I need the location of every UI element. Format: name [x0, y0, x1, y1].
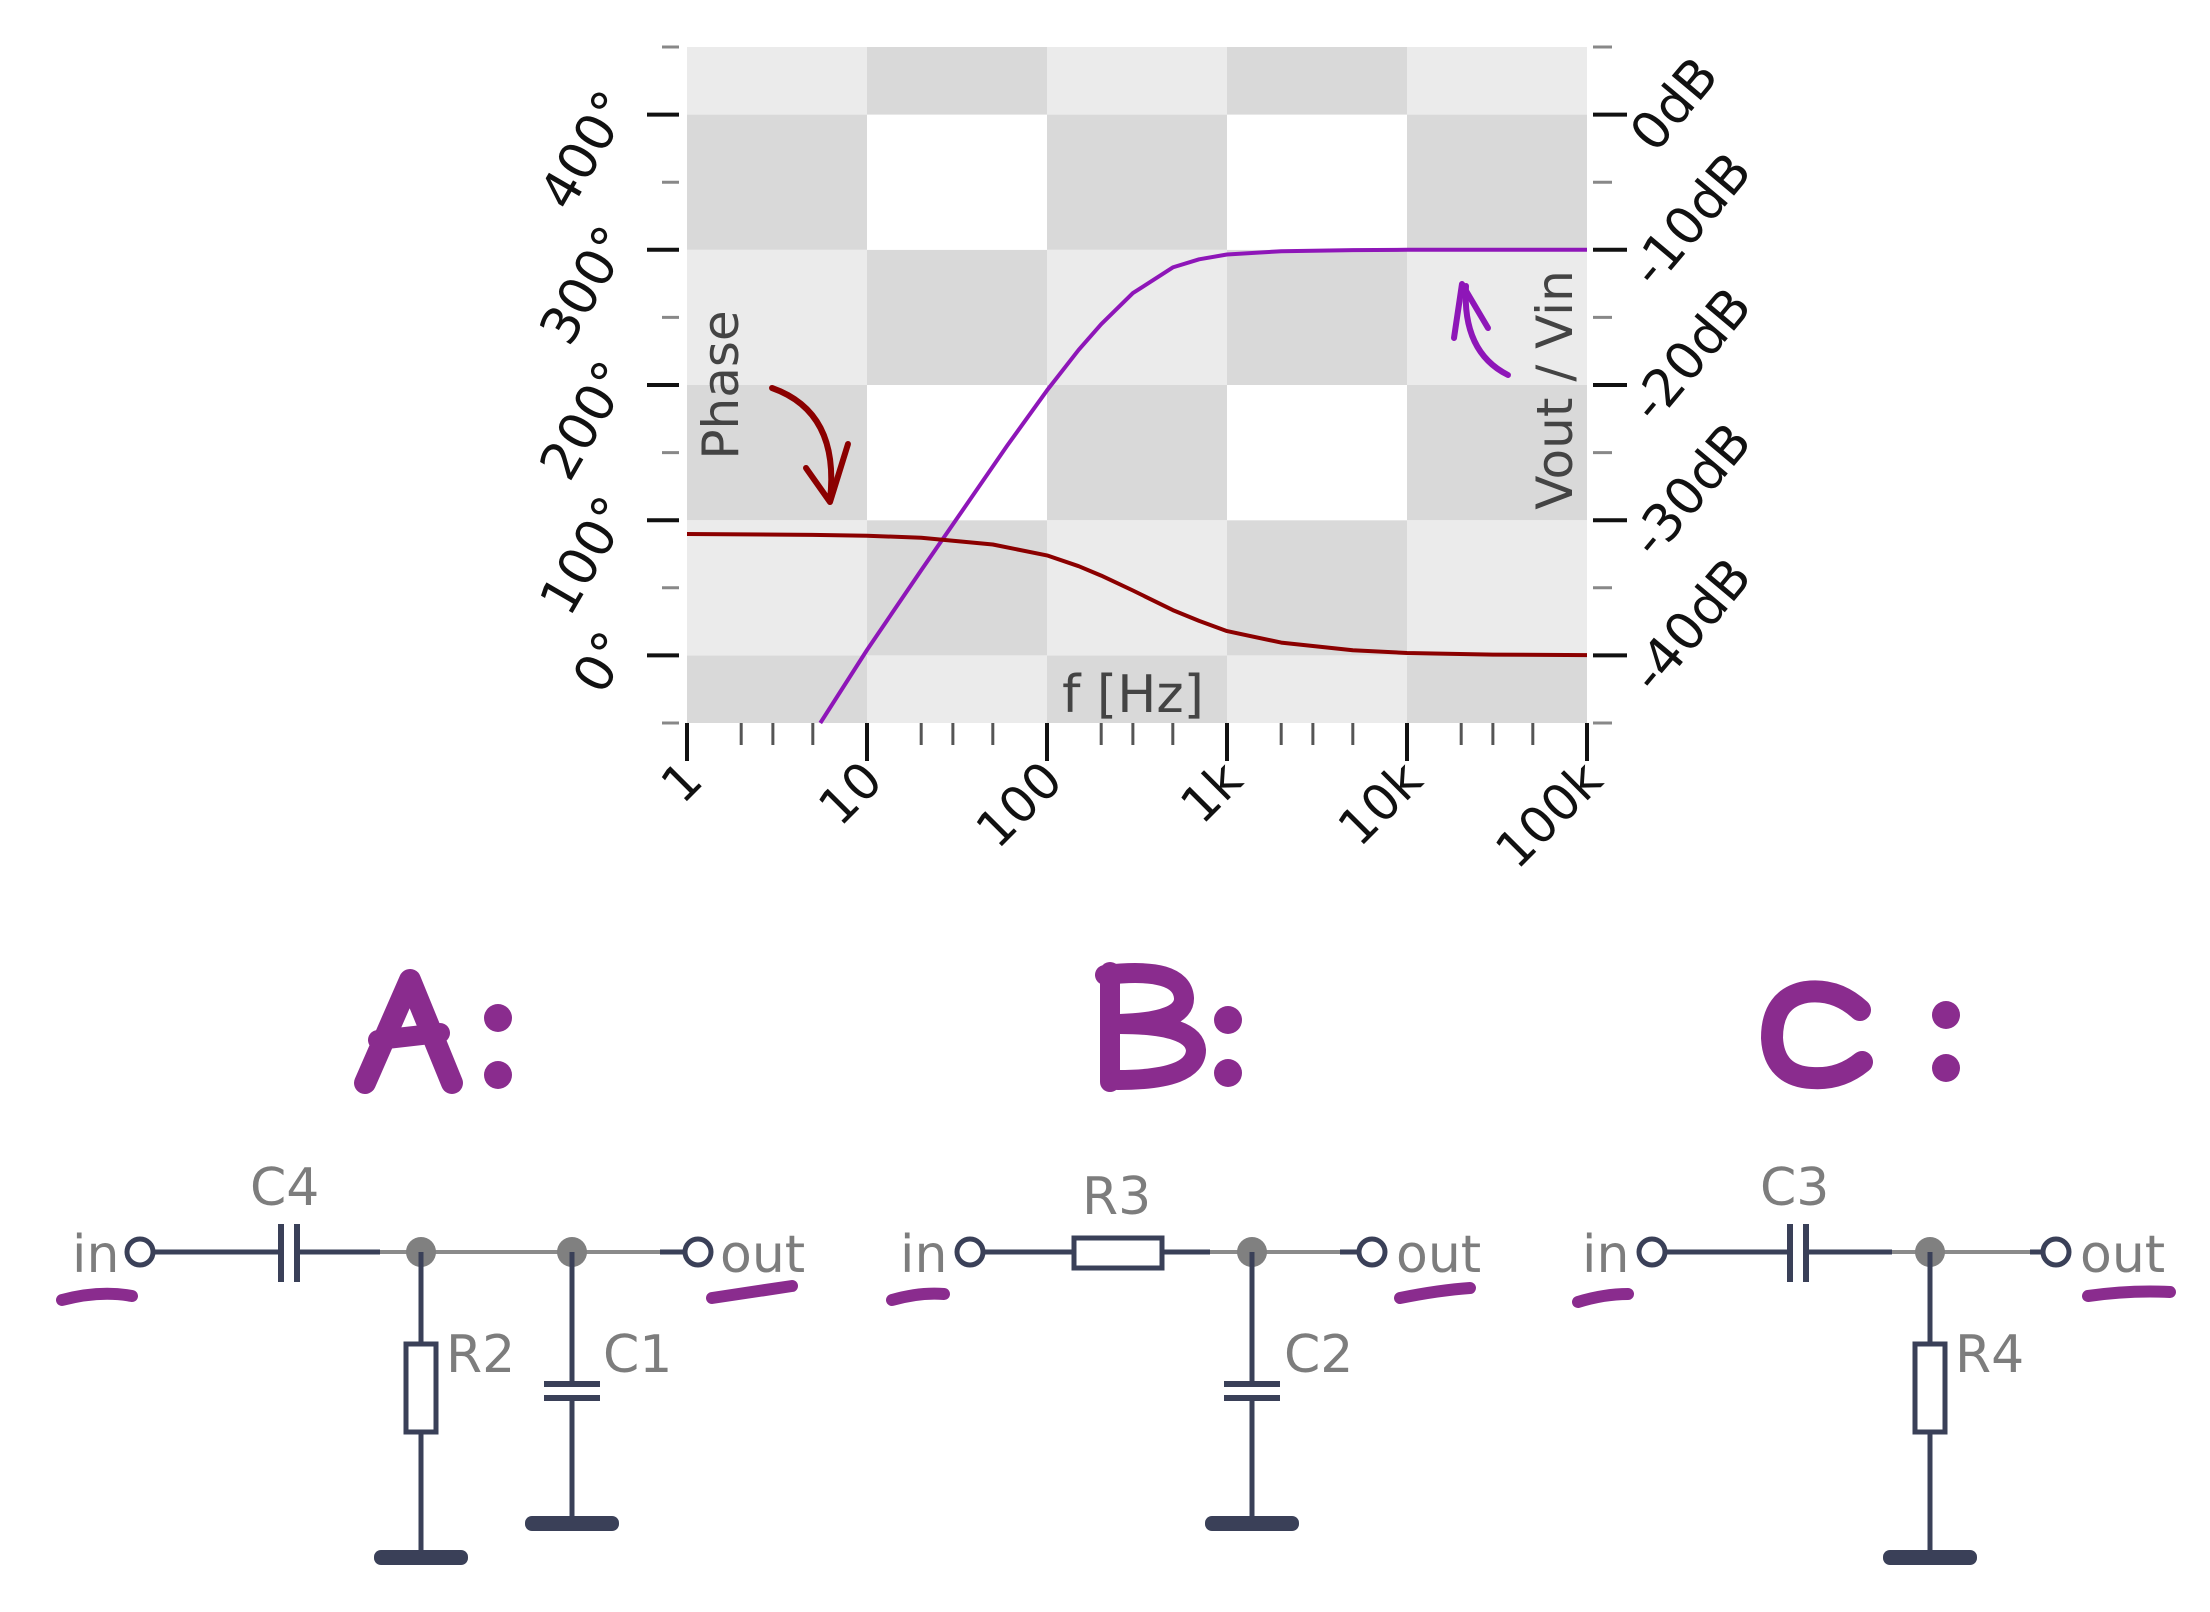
circuit-c-in-terminal: [1639, 1239, 1665, 1265]
grid-cell: [867, 47, 1047, 115]
circuit-a-out-terminal: [685, 1239, 711, 1265]
circuit-b-in-terminal: [957, 1239, 983, 1265]
grid-cell: [1407, 520, 1587, 656]
grid-cell: [687, 655, 867, 723]
circuit-a-c4-label: C4: [250, 1158, 319, 1218]
circuit-c-in-label: in: [1582, 1225, 1629, 1285]
circuit-a-capacitor-c1: [525, 1252, 619, 1531]
y-left-tick-label: 300°: [529, 216, 644, 354]
circuit-a-c1-label: C1: [603, 1325, 672, 1385]
circuit-c-c3-label: C3: [1760, 1158, 1829, 1218]
circuit-a-resistor-r2: [374, 1252, 468, 1565]
circuit-c-out-terminal: [2043, 1239, 2069, 1265]
grid-cell: [687, 47, 867, 115]
y-axis-label-right: Vout / Vin: [1526, 270, 1584, 510]
grid-cell: [687, 520, 867, 656]
circuit-title-c: C:: [1761, 980, 1960, 1090]
circuit-b-resistor-r3: [1071, 1235, 1165, 1271]
grid-cell: [1407, 385, 1587, 521]
y-right-tick-label: -30dB: [1619, 412, 1764, 568]
grid-cell: [1047, 520, 1227, 656]
circuit-b-out-label: out: [1396, 1225, 1481, 1285]
circuit-title-b: B:: [1095, 962, 1242, 1092]
grid-cell: [687, 249, 867, 385]
y-right-tick-label: -20dB: [1619, 277, 1764, 433]
circuit-a: in C4 out R2 C1: [56, 1158, 805, 1565]
grid-cell: [1047, 249, 1227, 385]
x-tick-label: 1: [650, 750, 714, 814]
magnitude-series-line: [818, 247, 1587, 725]
bode-chart: 1 10 100 1k 10k 100k 0°100°200°300°400° -40dB-3…: [529, 45, 1764, 879]
grid-cell: [1407, 114, 1587, 250]
x-tick-label: 1k: [1169, 750, 1253, 834]
circuit-title-a: A:: [354, 969, 512, 1094]
y-left-tick-label: 400°: [529, 81, 644, 219]
x-tick-label: 100: [965, 750, 1073, 858]
x-tick-label: 100k: [1485, 750, 1614, 879]
circuit-c-capacitor-c3: [1787, 1224, 1892, 1282]
grid-cell: [687, 114, 867, 250]
y-axis-label-left: Phase: [692, 310, 750, 459]
circuit-c-resistor-r4: [1883, 1252, 1977, 1565]
grid-cell: [1047, 47, 1227, 115]
grid-cell: [1227, 655, 1407, 723]
circuit-b-in-label: in: [900, 1225, 947, 1285]
circuit-c-r4-label: R4: [1955, 1325, 2024, 1385]
circuit-a-r2-label: R2: [446, 1325, 515, 1385]
grid-cell: [1047, 114, 1227, 250]
circuit-a-capacitor-c4: [278, 1224, 380, 1282]
grid-cell: [1227, 520, 1407, 656]
grid-cell: [867, 385, 1047, 521]
circuit-a-in-terminal: [127, 1239, 153, 1265]
grid-cell: [1407, 47, 1587, 115]
grid-cell: [1047, 385, 1227, 521]
circuit-a-out-label: out: [720, 1225, 805, 1285]
circuit-b-out-terminal: [1359, 1239, 1385, 1265]
magnitude-arrow-annotation: [1451, 281, 1511, 378]
grid-cell: [1227, 47, 1407, 115]
y-left-tick-label: 100°: [529, 487, 644, 625]
grid-cell: [1407, 249, 1587, 385]
y-right-tick-label: -40dB: [1619, 548, 1764, 704]
circuit-b-r3-label: R3: [1082, 1167, 1151, 1227]
circuit-b: in R3 out C2: [886, 1167, 1481, 1531]
x-tick-label: 10k: [1327, 750, 1434, 857]
grid-cell: [867, 655, 1047, 723]
x-axis-label: f [Hz]: [1062, 665, 1204, 725]
x-tick-label: 10: [807, 750, 893, 836]
circuit-a-in-label: in: [72, 1225, 119, 1285]
grid-cell: [1047, 655, 1227, 723]
grid-cell: [1407, 655, 1587, 723]
circuit-b-c2-label: C2: [1284, 1325, 1353, 1385]
y-left-tick-label: 200°: [529, 352, 644, 490]
circuit-c: in C3 out R4: [1572, 1158, 2176, 1565]
phase-series-line: [686, 532, 1588, 658]
chart-grid-background: [687, 47, 1587, 723]
grid-cell: [1227, 385, 1407, 521]
circuit-b-capacitor-c2: [1205, 1252, 1299, 1531]
grid-cell: [1227, 114, 1407, 250]
y-right-tick-label: -10dB: [1619, 142, 1764, 298]
grid-cell: [1227, 249, 1407, 385]
circuit-c-out-label: out: [2080, 1225, 2165, 1285]
grid-cell: [687, 385, 867, 521]
y-left-tick-label: 0°: [562, 622, 644, 703]
grid-cell: [867, 114, 1047, 250]
chart-series-layer: [686, 247, 1588, 725]
grid-cell: [867, 249, 1047, 385]
phase-arrow-annotation: [769, 385, 851, 505]
